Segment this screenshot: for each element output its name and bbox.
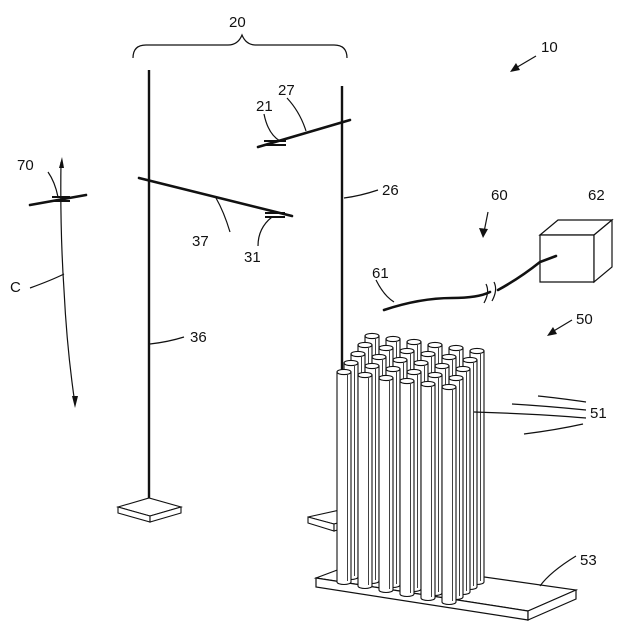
arrow-10 [510, 56, 536, 72]
label-27: 27 [278, 82, 295, 99]
label-53: 53 [580, 552, 597, 569]
clip-31 [265, 213, 285, 217]
rod [442, 384, 456, 604]
rod [337, 369, 351, 584]
label-26: 26 [382, 182, 399, 199]
brace-20 [133, 35, 347, 58]
label-60: 60 [491, 187, 508, 204]
label-51: 51 [590, 405, 607, 422]
device-62 [540, 220, 612, 282]
label-10: 10 [541, 39, 558, 56]
rod-array-51 [337, 333, 484, 604]
rod [379, 375, 393, 592]
label-31: 31 [244, 249, 261, 266]
rod [400, 378, 414, 596]
arrow-60 [479, 212, 488, 238]
label-61: 61 [372, 265, 389, 282]
left-pole-base [118, 498, 181, 522]
rod [358, 372, 372, 588]
label-21: 21 [256, 98, 273, 115]
label-36: 36 [190, 329, 207, 346]
label-20: 20 [229, 14, 246, 31]
arrow-50 [547, 320, 572, 336]
label-50: 50 [576, 311, 593, 328]
label-c: C [10, 279, 21, 296]
rod [421, 381, 435, 600]
element-c-tip-bottom [72, 396, 78, 408]
label-37: 37 [192, 233, 209, 250]
label-70: 70 [17, 157, 34, 174]
crossbar-37 [139, 178, 292, 216]
label-62: 62 [588, 187, 605, 204]
cable-61 [384, 292, 490, 310]
element-c-tip-top [59, 157, 64, 168]
leader-lines [30, 98, 586, 586]
